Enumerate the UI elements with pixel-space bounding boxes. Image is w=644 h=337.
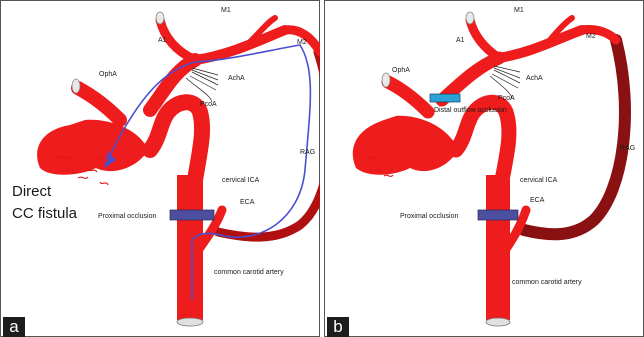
a1-stump: [466, 12, 474, 24]
label-eca: ECA: [240, 199, 255, 206]
label-cc-fistula: CC fistula: [12, 205, 78, 222]
cca-stump: [486, 318, 510, 326]
label-opha: OphA: [392, 67, 410, 74]
label-proximal-occlusion: Proximal occlusion: [400, 213, 458, 220]
ophthalmic-artery: [388, 82, 428, 112]
label-pcoa: PcoA: [498, 95, 515, 102]
panel-a-diagram: A1 M1 M2 OphA AchA PcoA RAG cervical ICA…: [0, 0, 320, 337]
cavernous-sinus-pouch: [37, 120, 148, 175]
m1-segment: [499, 30, 582, 58]
label-m2: M2: [297, 39, 307, 46]
a1-stump: [156, 12, 164, 24]
distal-occlusion-clip-icon: [430, 94, 460, 102]
cervical-ica: [150, 102, 202, 180]
label-rag: RAG: [300, 149, 315, 156]
panel-letter-a: a: [3, 317, 25, 337]
label-a1: A1: [456, 37, 465, 44]
flow-arrow-icon: [110, 45, 310, 300]
label-direct: Direct: [12, 183, 52, 200]
label-eca: ECA: [530, 197, 545, 204]
label-opha: OphA: [99, 71, 117, 78]
label-common-carotid: common carotid artery: [214, 269, 284, 276]
occlusion-clip-icon: [478, 210, 518, 220]
radial-artery-graft: [524, 40, 625, 234]
opha-stump: [382, 73, 390, 87]
opha-stump: [72, 79, 80, 93]
label-distal-outflow-occlusion: Distal outflow occlusion: [434, 107, 507, 114]
cavernous-sinus-pouch: [353, 116, 458, 175]
panel-b: A1 M1 M2 OphA AchA PcoA Distal outflow o…: [324, 0, 644, 337]
occlusion-clip-icon: [170, 210, 214, 220]
label-a1: A1: [158, 37, 167, 44]
acha-branches: [492, 66, 520, 88]
panel-b-diagram: A1 M1 M2 OphA AchA PcoA Distal outflow o…: [324, 0, 644, 337]
acha-branches: [190, 68, 218, 90]
label-cervical-ica: cervical ICA: [222, 177, 260, 184]
label-proximal-occlusion: Proximal occlusion: [98, 213, 156, 220]
label-m2: M2: [586, 33, 596, 40]
label-common-carotid: common carotid artery: [512, 279, 582, 286]
cca-stump: [177, 318, 203, 326]
label-cervical-ica: cervical ICA: [520, 177, 558, 184]
label-m1: M1: [221, 7, 231, 14]
label-m1: M1: [514, 7, 524, 14]
label-rag: RAG: [620, 145, 635, 152]
label-pcoa: PcoA: [200, 101, 217, 108]
label-acha: AchA: [228, 75, 245, 82]
a1-segment: [470, 20, 499, 58]
label-acha: AchA: [526, 75, 543, 82]
ophthalmic-artery: [78, 88, 120, 120]
panel-a: A1 M1 M2 OphA AchA PcoA RAG cervical ICA…: [0, 0, 320, 337]
panel-letter-b: b: [327, 317, 349, 337]
